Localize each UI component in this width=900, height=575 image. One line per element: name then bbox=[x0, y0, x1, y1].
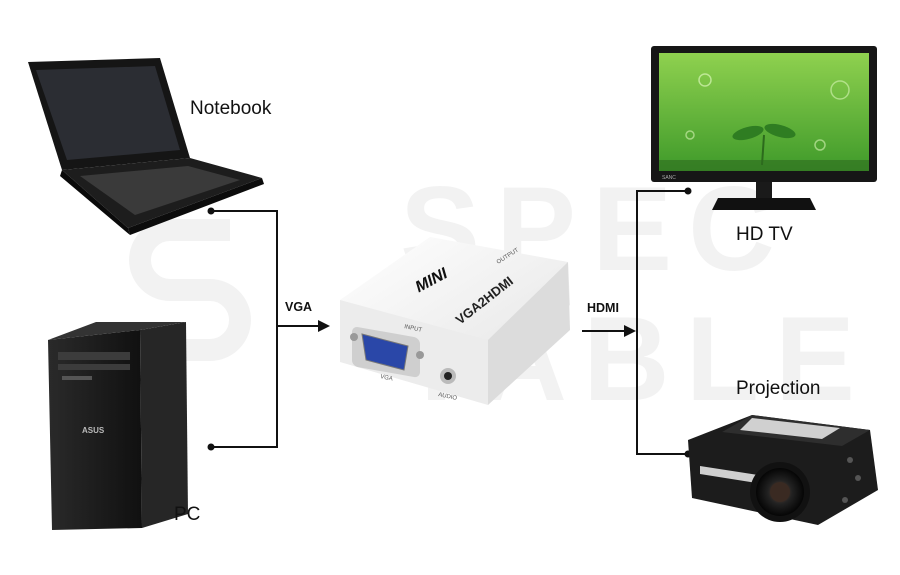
source-bus-line bbox=[211, 210, 278, 448]
notebook-label: Notebook bbox=[190, 98, 272, 119]
pc-tower-device: ASUS bbox=[48, 322, 188, 530]
converter-input-text: INPUT bbox=[404, 324, 423, 334]
projection-label: Projection bbox=[736, 378, 821, 399]
projector-device bbox=[688, 415, 878, 525]
output-wiring bbox=[582, 190, 688, 455]
input-wiring bbox=[211, 210, 320, 448]
hdmi-connection-label: HDMI bbox=[587, 301, 619, 315]
watermark-logo-icon bbox=[129, 219, 251, 361]
tv-port-dot-icon bbox=[684, 187, 692, 195]
vga-connection-label: VGA bbox=[285, 300, 313, 314]
display-bus-line bbox=[636, 190, 688, 455]
hdtv-label: HD TV bbox=[736, 224, 793, 245]
converter-vga-text: VGA bbox=[380, 374, 394, 383]
tv-brand-logo: SANC bbox=[662, 175, 676, 181]
hdtv-device: SANC bbox=[651, 46, 877, 210]
notebook-device bbox=[28, 58, 264, 235]
pc-label: PC bbox=[174, 504, 201, 525]
hdmi-arrow-icon bbox=[624, 325, 636, 337]
pc-port-dot-icon bbox=[207, 443, 215, 451]
converter-audio-text: AUDIO bbox=[438, 392, 458, 402]
notebook-port-dot-icon bbox=[207, 207, 215, 215]
vga2hdmi-converter: MINI VGA2HDMI OUTPUT INPUT VGA AUDIO bbox=[340, 237, 570, 405]
vga-arrow-icon bbox=[318, 320, 330, 332]
pc-brand-logo: ASUS bbox=[82, 426, 105, 435]
